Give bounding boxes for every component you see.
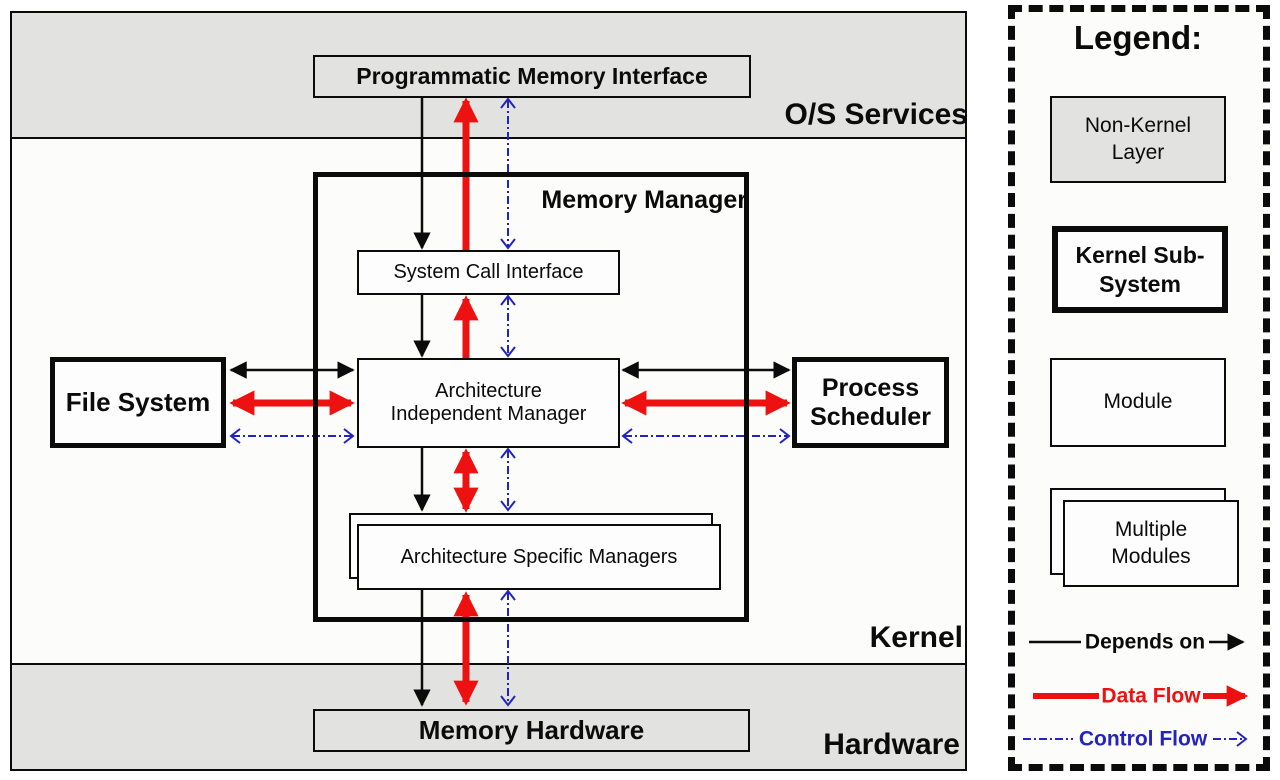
architecture-specific-managers-label: Architecture Specific Managers (400, 545, 678, 568)
aim-label-line2: Independent Manager (390, 403, 587, 425)
architecture-specific-managers-box: Architecture Specific Managers (357, 524, 721, 590)
legend-non-kernel-layer-line2: Layer (1111, 140, 1165, 164)
process-scheduler-label-line2: Scheduler (810, 402, 931, 431)
legend-data-flow-row: Data Flow (1033, 685, 1249, 708)
legend-control-flow-row: Control Flow (1023, 728, 1248, 751)
process-scheduler-label-line1: Process (821, 373, 920, 402)
legend-kernel-subsystem-line1: Kernel Sub- (1075, 241, 1205, 268)
legend-kernel-subsystem-line2: System (1099, 270, 1181, 297)
legend-depends-on-label: Depends on (1085, 631, 1205, 654)
os-services-label: O/S Services (784, 98, 968, 131)
kernel-label: Kernel (869, 621, 963, 654)
legend-module-swatch: Module (1050, 358, 1226, 447)
legend-depends-on-row: Depends on (1029, 631, 1245, 654)
memory-hardware-box: Memory Hardware (313, 709, 750, 752)
legend-data-flow-label: Data Flow (1101, 685, 1201, 708)
legend-module-label: Module (1103, 390, 1173, 414)
legend-panel: Legend: Non-Kernel Layer Kernel Sub- Sys… (1008, 5, 1270, 771)
memory-manager-label: Memory Manager (541, 186, 747, 214)
system-call-interface-label: System Call Interface (393, 261, 584, 283)
file-system-box: File System (50, 357, 226, 448)
legend-title: Legend: (1073, 19, 1203, 56)
file-system-label: File System (65, 386, 211, 417)
memory-hardware-label: Memory Hardware (418, 714, 645, 745)
legend-control-flow-label: Control Flow (1079, 728, 1208, 751)
legend-non-kernel-layer-line1: Non-Kernel (1084, 114, 1192, 138)
legend-kernel-subsystem-swatch: Kernel Sub- System (1052, 226, 1228, 313)
hardware-label: Hardware (823, 728, 960, 761)
legend-multiple-modules-swatch: Multiple Modules (1063, 500, 1239, 587)
programmatic-memory-interface-box: Programmatic Memory Interface (313, 55, 751, 98)
process-scheduler-box: Process Scheduler (792, 357, 949, 448)
aim-label-line1: Architecture (435, 380, 542, 402)
legend-multiple-modules-line1: Multiple (1114, 518, 1188, 542)
architecture-independent-manager-box: Architecture Independent Manager (357, 358, 620, 448)
system-call-interface-box: System Call Interface (357, 250, 620, 295)
legend-multiple-modules-line2: Modules (1111, 544, 1191, 568)
legend-non-kernel-layer-swatch: Non-Kernel Layer (1050, 96, 1226, 183)
programmatic-memory-interface-label: Programmatic Memory Interface (356, 63, 708, 90)
